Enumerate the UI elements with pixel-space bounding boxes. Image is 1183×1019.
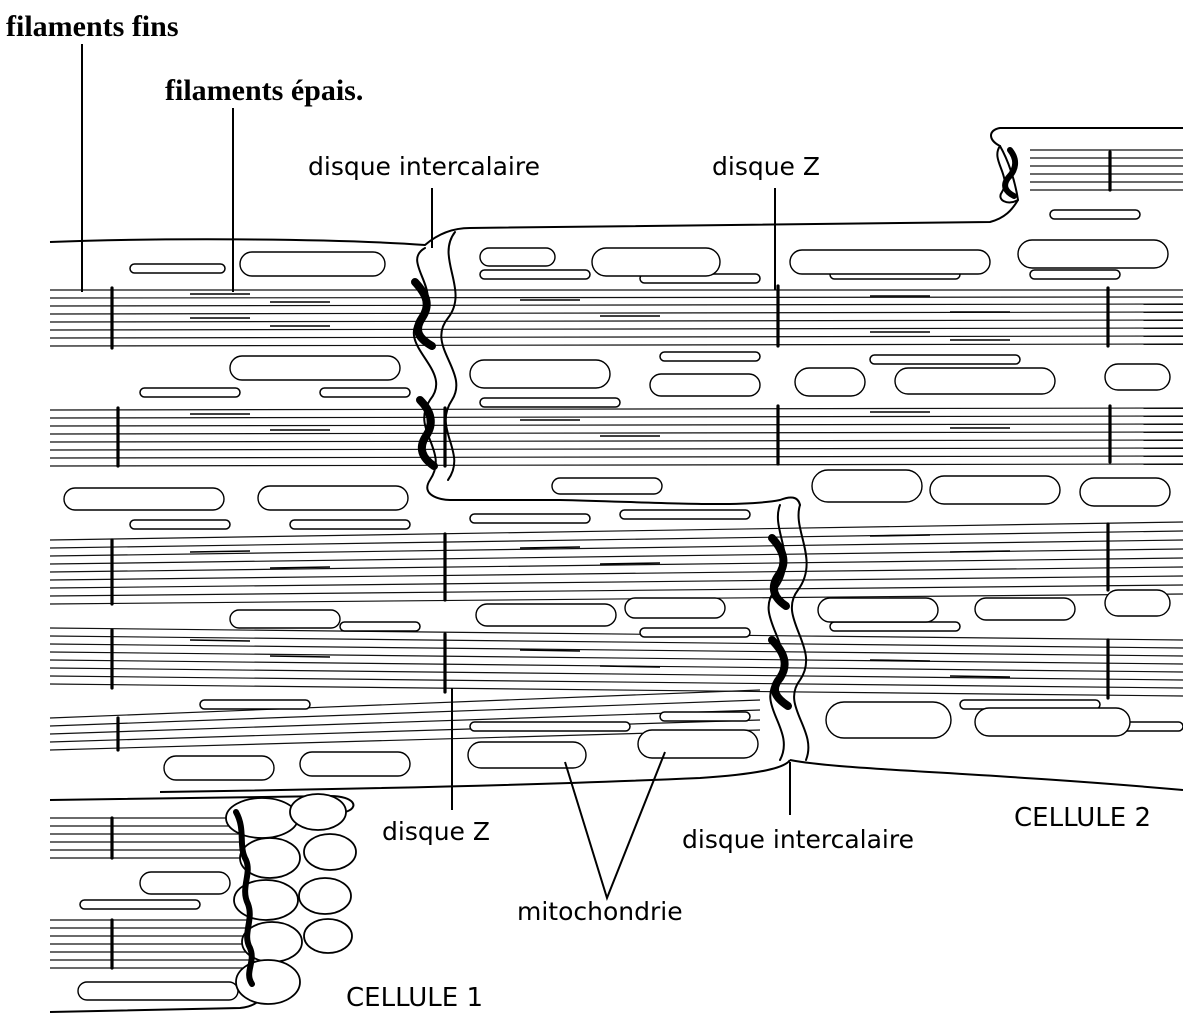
labels: filaments fins filaments épais. disque i… [6, 10, 1151, 1013]
mitochondria [64, 240, 1170, 1000]
label-filaments-fins: filaments fins [6, 10, 179, 43]
label-mitochondrie: mitochondrie [517, 897, 683, 926]
label-disque-intercalaire-bottom: disque intercalaire [682, 825, 914, 854]
intercalated-disc-upper-right [997, 146, 1018, 202]
cell3-filaments [1030, 150, 1183, 190]
label-disque-z-top: disque Z [712, 152, 820, 181]
intercalated-disc-cell1 [226, 794, 356, 1004]
label-filaments-epais: filaments épais. [165, 74, 363, 107]
intercalated-disc-bottom [769, 505, 809, 760]
label-disque-intercalaire-top: disque intercalaire [308, 152, 540, 181]
label-disque-z-bottom: disque Z [382, 817, 490, 846]
myofibril-band-4 [50, 628, 1183, 696]
label-cellule-1: CELLULE 1 [346, 983, 483, 1013]
myofibril-band-2 [50, 408, 1183, 466]
label-cellule-2: CELLULE 2 [1014, 803, 1151, 833]
